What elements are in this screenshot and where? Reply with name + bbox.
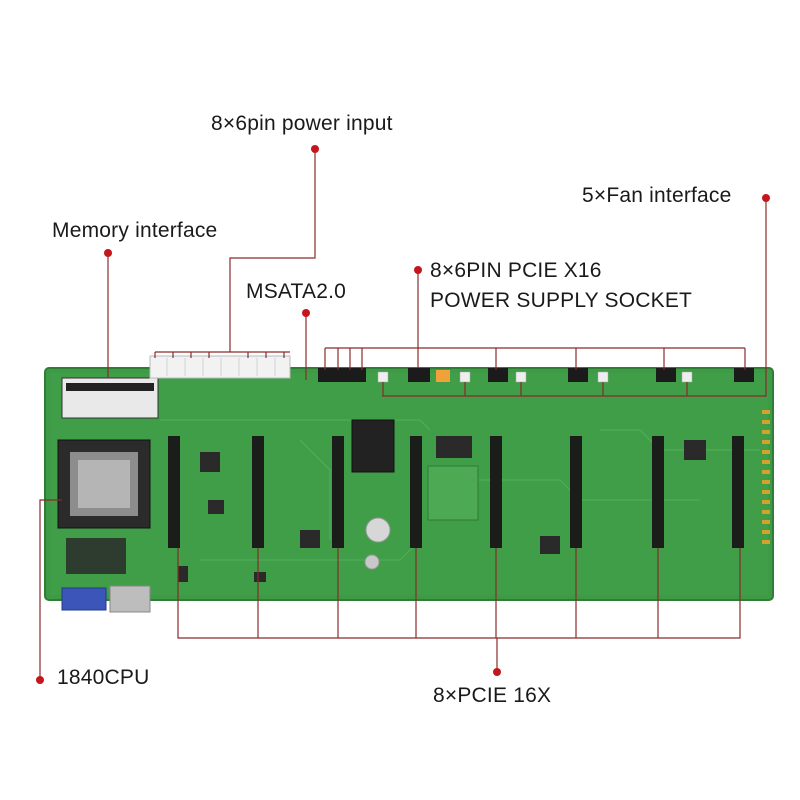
pcie-power-socket-label: 8×6PIN PCIE X16 POWER SUPPLY SOCKET [430, 256, 692, 316]
power-input-label: 8×6pin power input [211, 112, 393, 135]
pcie-x16-slots [168, 436, 744, 548]
leader-lines [39, 149, 767, 680]
pcie-slot [570, 436, 582, 548]
pcie-power-sockets [318, 368, 754, 382]
cmos-battery [365, 517, 391, 543]
pcie-power-label-line1: 8×6PIN PCIE X16 [430, 259, 602, 282]
fan-dot [762, 194, 770, 202]
pcie-power-dot [414, 266, 422, 274]
pcb-components [178, 440, 706, 582]
pcie-slots-label: 8×PCIE 16X [433, 684, 552, 707]
pcie-slot [410, 436, 422, 548]
pcie-slot [652, 436, 664, 548]
pcie-power-label-line2: POWER SUPPLY SOCKET [430, 289, 693, 312]
power-input-dot [311, 145, 319, 153]
pcie-slot [732, 436, 744, 548]
pcie-slot [490, 436, 502, 548]
chipset-heatsink [351, 419, 395, 473]
vga-port [61, 587, 107, 611]
msata-dot [302, 309, 310, 317]
leader-dots [36, 145, 770, 684]
msata-label: MSATA2.0 [246, 280, 347, 303]
edge-pins [762, 410, 770, 544]
msata-slot [427, 465, 479, 521]
memory-interface-label: Memory interface [52, 219, 218, 242]
cpu-dot [36, 676, 44, 684]
pcie-slot [252, 436, 264, 548]
power-input-connector [149, 355, 291, 379]
pcie-slots-dot [493, 668, 501, 676]
usb-port [109, 585, 151, 613]
cpu-label: 1840CPU [57, 666, 150, 689]
fan-interface-label: 5×Fan interface [582, 184, 732, 207]
pcie-slot [332, 436, 344, 548]
pcie-slot [168, 436, 180, 548]
memory-dot [104, 249, 112, 257]
